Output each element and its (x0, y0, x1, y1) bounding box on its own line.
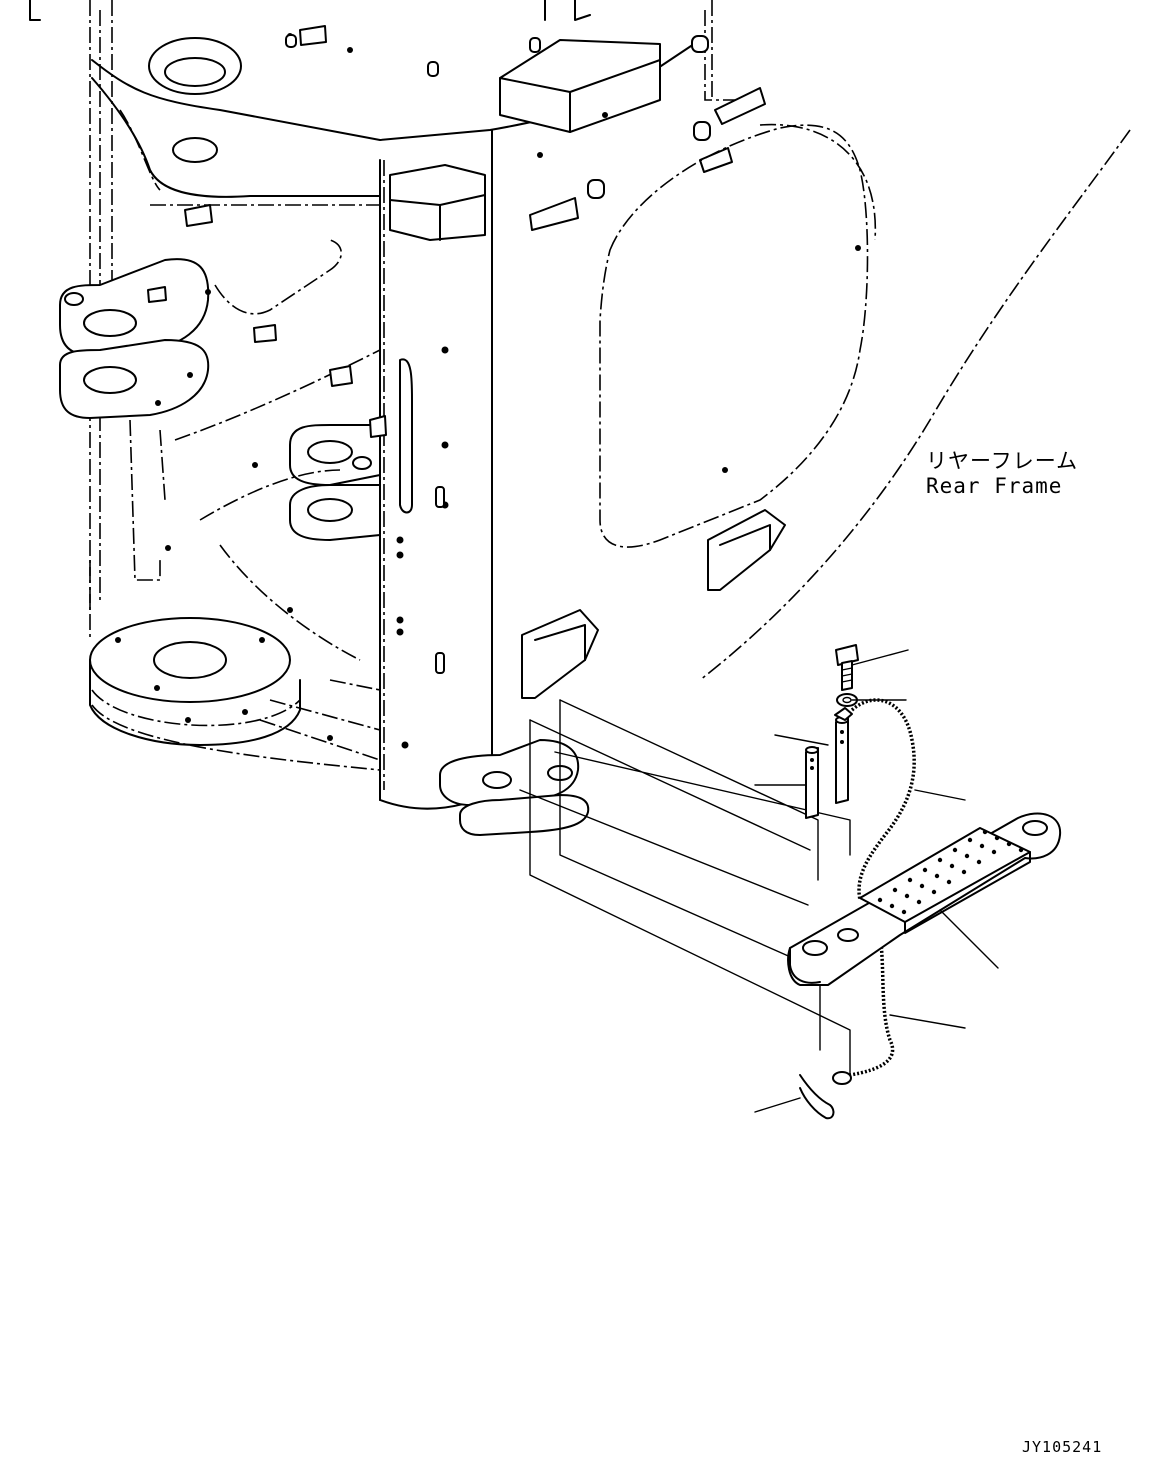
pin-left (805, 746, 819, 819)
rear-frame-assembly (29, 0, 1131, 836)
bar-guide-line (519, 789, 809, 906)
frame-bolts (115, 33, 861, 749)
bolt (835, 644, 859, 691)
rear-frame-label-jp: リヤーフレーム (926, 449, 1078, 473)
drawbar (787, 812, 1062, 986)
chain-upper (850, 698, 916, 901)
checker-dots (877, 829, 1024, 915)
chain-lower (849, 934, 895, 1077)
leader-lines (754, 649, 999, 1113)
rear-frame-label-en: Rear Frame (926, 474, 1062, 498)
drawing-code: JY105241 (1022, 1438, 1102, 1456)
exploded-parts (519, 644, 1062, 1120)
assembly-guide-lines (529, 699, 851, 1081)
pin-guide-lines (529, 699, 851, 881)
pin-right (834, 707, 853, 804)
lynch-pin (799, 1071, 852, 1120)
